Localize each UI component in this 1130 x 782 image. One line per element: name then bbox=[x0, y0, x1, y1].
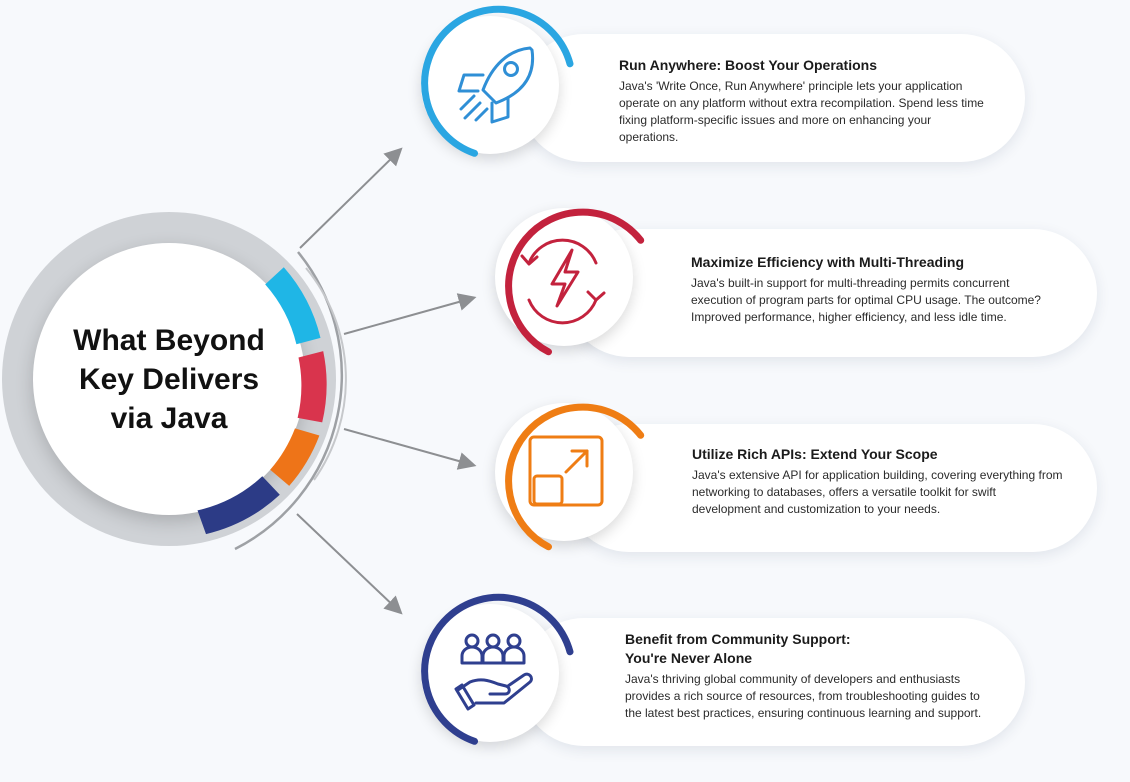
hub-title-line: What Beyond bbox=[73, 323, 265, 357]
feature-text-4: Benefit from Community Support: You're N… bbox=[625, 630, 990, 722]
connector-arrow-3 bbox=[343, 428, 477, 470]
feature-card-2: Maximize Efficiency with Multi-Threading… bbox=[565, 229, 1097, 357]
hub-title: What Beyond Key Delivers via Java bbox=[33, 243, 305, 515]
feature-description: Java's built-in support for multi-thread… bbox=[691, 276, 1041, 324]
feature-description: Java's 'Write Once, Run Anywhere' princi… bbox=[619, 79, 984, 144]
feature-title-line: Utilize Rich APIs: Extend Your Scope bbox=[692, 446, 938, 462]
feature-title: Utilize Rich APIs: Extend Your Scope bbox=[692, 445, 1067, 464]
feature-title-line: You're Never Alone bbox=[625, 650, 753, 666]
feature-text-3: Utilize Rich APIs: Extend Your Scope Jav… bbox=[692, 445, 1067, 518]
connector-arrow-2 bbox=[343, 293, 477, 335]
connector-arrow-4 bbox=[296, 513, 403, 615]
feature-card-4: Benefit from Community Support: You're N… bbox=[520, 618, 1025, 746]
hub-title-line: via Java bbox=[110, 401, 228, 435]
icon-circle-4 bbox=[421, 604, 559, 742]
feature-text-1: Run Anywhere: Boost Your Operations Java… bbox=[619, 56, 989, 146]
feature-title-line: Run Anywhere: Boost Your Operations bbox=[619, 57, 877, 73]
feature-title-line: Maximize Efficiency with Multi-Threading bbox=[691, 254, 965, 270]
feature-card-3: Utilize Rich APIs: Extend Your Scope Jav… bbox=[565, 424, 1097, 552]
feature-text-2: Maximize Efficiency with Multi-Threading… bbox=[691, 253, 1061, 326]
icon-circle-3 bbox=[495, 403, 633, 541]
feature-title: Maximize Efficiency with Multi-Threading bbox=[691, 253, 1061, 272]
feature-description: Java's extensive API for application bui… bbox=[692, 468, 1063, 516]
feature-title-line: Benefit from Community Support: bbox=[625, 631, 851, 647]
icon-circle-1 bbox=[421, 16, 559, 154]
feature-title: Run Anywhere: Boost Your Operations bbox=[619, 56, 989, 75]
hub-title-line: Key Delivers bbox=[78, 362, 260, 396]
feature-card-1: Run Anywhere: Boost Your Operations Java… bbox=[520, 34, 1025, 162]
feature-description: Java's thriving global community of deve… bbox=[625, 672, 982, 720]
feature-title: Benefit from Community Support: You're N… bbox=[625, 630, 990, 668]
connector-arrow-1 bbox=[299, 147, 403, 249]
icon-circle-2 bbox=[495, 208, 633, 346]
